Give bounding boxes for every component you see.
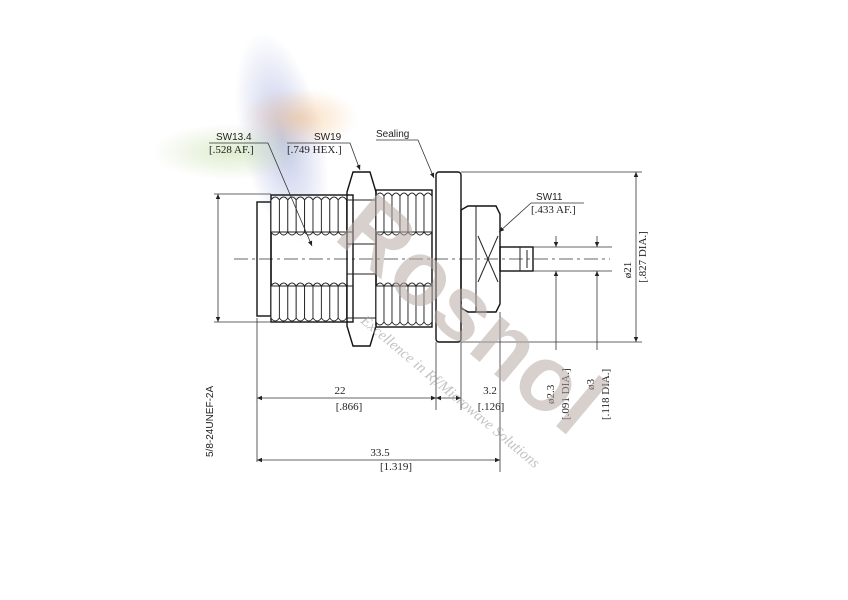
watermark-green-swirl bbox=[152, 124, 308, 180]
watermark-text: Rosnol Excellence in Rf/Microwave Soluti… bbox=[319, 175, 623, 472]
dim-3-2-metric: 3.2 bbox=[483, 385, 497, 397]
dim-dia-2-3-metric: ø2.3 bbox=[545, 384, 557, 404]
dim-3-2: 3.2 [.126] bbox=[436, 342, 504, 413]
dim-dia-2-3-imperial: [.091 DIA.] bbox=[560, 368, 572, 420]
sw13-4-metric: SW13.4 bbox=[216, 132, 252, 143]
thread-ridge bbox=[320, 282, 331, 322]
front-threaded-body bbox=[375, 189, 433, 328]
watermark-logo bbox=[152, 31, 358, 245]
dim-dia-pin: ø2.3 [.091 DIA.] ø3 [.118 DIA.] bbox=[533, 236, 612, 420]
thread-spec-label: 5/8-24UNEF-2A bbox=[205, 386, 216, 457]
dim-33-5-imperial: [1.319] bbox=[380, 461, 412, 473]
thread-ridge bbox=[329, 282, 339, 322]
front-hex bbox=[460, 205, 501, 313]
thread-ridge bbox=[337, 282, 348, 322]
dim-dia-21-imperial: [.827 DIA.] bbox=[637, 231, 649, 283]
dim-33-5-metric: 33.5 bbox=[370, 447, 390, 459]
dim-dia-21: ø21 [.827 DIA.] bbox=[461, 171, 649, 343]
dim-22-metric: 22 bbox=[335, 385, 346, 397]
thread-ridge bbox=[304, 196, 314, 236]
thread-ridge bbox=[312, 282, 322, 322]
thread-ridge bbox=[304, 282, 314, 322]
thread-ridge bbox=[312, 196, 322, 236]
thread-ridge bbox=[320, 196, 331, 236]
hex-nut bbox=[346, 171, 377, 347]
dim-dia-21-metric: ø21 bbox=[622, 262, 634, 279]
rear-threaded-body bbox=[256, 194, 354, 323]
thread-ridge bbox=[270, 282, 280, 322]
sw19-metric: SW19 bbox=[314, 132, 342, 143]
center-pin bbox=[499, 246, 534, 272]
thread-ridge bbox=[278, 196, 289, 236]
thread-spec-dimension: 5/8-24UNEF-2A bbox=[205, 193, 271, 457]
thread-ridge bbox=[295, 196, 306, 236]
sealing-label: Sealing bbox=[376, 129, 409, 140]
sw11-metric: SW11 bbox=[536, 192, 563, 203]
dim-22-imperial: [.866] bbox=[336, 401, 363, 413]
callout-sw19: SW19 [.749 HEX.] bbox=[287, 132, 361, 171]
dim-3-2-imperial: [.126] bbox=[478, 401, 505, 413]
dim-dia-3-metric: ø3 bbox=[585, 379, 597, 391]
dim-33-5: 33.5 [1.319] bbox=[257, 312, 501, 473]
sw19-imperial: [.749 HEX.] bbox=[287, 144, 342, 156]
thread-ridge bbox=[270, 196, 280, 236]
dim-dia-3-imperial: [.118 DIA.] bbox=[600, 369, 612, 420]
thread-ridge bbox=[329, 196, 339, 236]
sw11-imperial: [.433 AF.] bbox=[531, 204, 576, 216]
callout-sw11: SW11 [.433 AF.] bbox=[498, 192, 584, 233]
sw13-4-imperial: [.528 AF.] bbox=[209, 144, 254, 156]
thread-ridge bbox=[295, 282, 306, 322]
thread-ridge bbox=[287, 196, 297, 236]
thread-ridge bbox=[278, 282, 289, 322]
thread-ridge bbox=[423, 282, 433, 326]
callout-sw13-4: SW13.4 [.528 AF.] bbox=[209, 132, 313, 247]
thread-ridge bbox=[287, 282, 297, 322]
dim-22: 22 [.866] bbox=[256, 318, 437, 462]
callout-sealing: Sealing bbox=[376, 129, 435, 179]
